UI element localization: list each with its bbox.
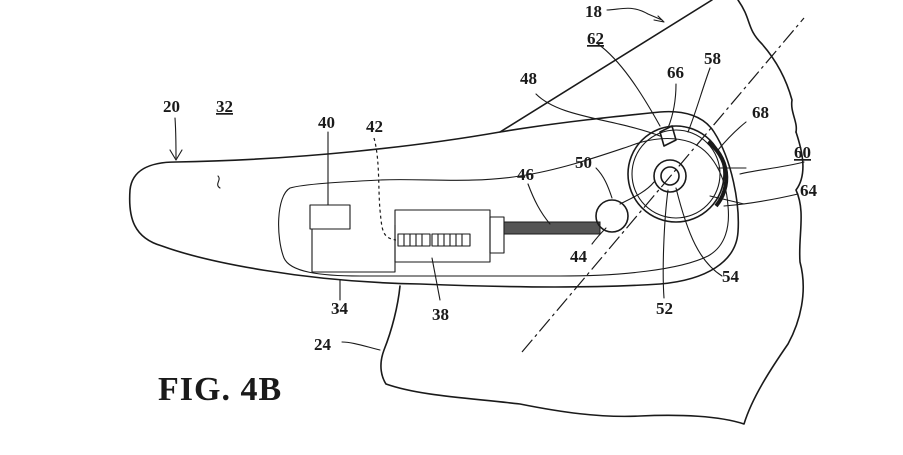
center-axis [521, 17, 805, 353]
panel-18-outline [499, 0, 798, 133]
label-38: 38 [432, 305, 449, 324]
actuator-shaft-threads [397, 233, 471, 247]
detent-66 [659, 125, 677, 147]
figure-caption: FIG. 4B [158, 371, 282, 408]
rod-46 [503, 221, 601, 235]
label-58: 58 [704, 49, 721, 68]
link-50 [619, 181, 655, 205]
handle-body-20 [128, 110, 740, 288]
label-52: 52 [656, 299, 673, 318]
ball-44 [595, 199, 629, 233]
label-18: 18 [585, 2, 602, 21]
label-60: 60 [794, 143, 811, 162]
component-40-base [311, 224, 396, 273]
actuator-38 [394, 209, 491, 263]
component-40 [309, 204, 351, 230]
pivot-pin-54 [660, 166, 680, 186]
label-66: 66 [667, 63, 684, 82]
housing-ring-60 [631, 129, 721, 219]
pivot-hub-52 [653, 159, 687, 193]
label-40: 40 [318, 113, 335, 132]
reference-labels: 18 20 32 40 42 48 62 66 58 68 60 64 46 5… [163, 2, 818, 354]
actuator-end-cap [489, 216, 505, 254]
panel-24-outline [380, 131, 805, 425]
label-54: 54 [722, 267, 740, 286]
label-44: 44 [570, 247, 588, 266]
label-68: 68 [752, 103, 769, 122]
label-24: 24 [314, 335, 332, 354]
leader-lines [169, 7, 805, 351]
cavity-34 [278, 137, 730, 277]
label-32: 32 [216, 97, 233, 116]
label-50: 50 [575, 153, 592, 172]
break-squiggle [217, 175, 221, 189]
label-48: 48 [520, 69, 537, 88]
label-20: 20 [163, 97, 180, 116]
label-64: 64 [800, 181, 818, 200]
label-34: 34 [331, 299, 349, 318]
spring-64-lines [709, 167, 747, 205]
housing-outer-58 [627, 125, 725, 223]
label-42: 42 [366, 117, 383, 136]
label-46: 46 [517, 165, 534, 184]
label-62: 62 [587, 29, 604, 48]
wire-42 [373, 137, 397, 241]
